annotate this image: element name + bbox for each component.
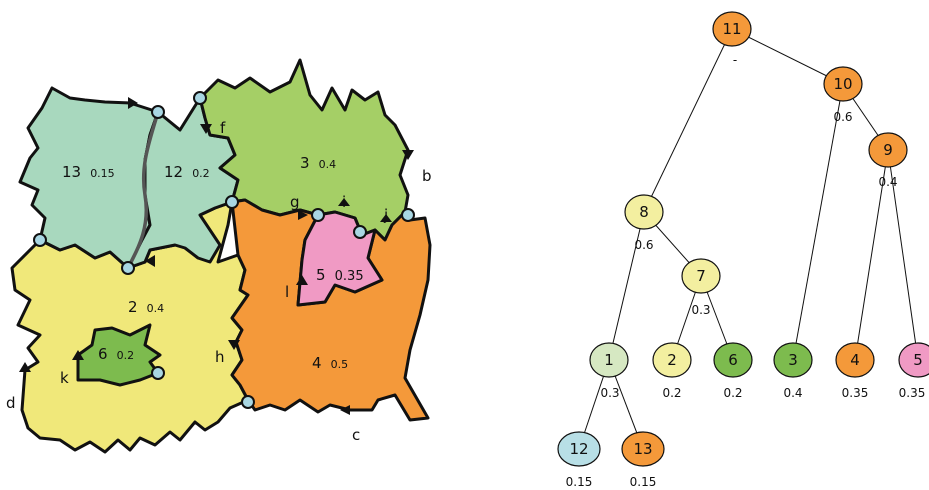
arrow-top [128,97,138,109]
arrow-g [298,210,308,220]
vertex-marker [33,233,47,247]
hierarchy-tree: 11 - 10 0.6 9 0.4 8 0.6 7 0.3 [557,11,929,489]
vertex-letter-label: b [422,167,432,185]
svg-text:9: 9 [883,141,893,159]
svg-text:0.6: 0.6 [833,110,852,124]
svg-text:1: 1 [604,351,614,369]
svg-text:0.2: 0.2 [723,386,742,400]
vertex-marker [241,395,255,409]
tree-edge [731,28,844,85]
tree-node-11: 11 - [712,11,752,67]
svg-text:5: 5 [913,351,923,369]
vertex-letter-label: d [6,394,16,412]
arrow-l [296,275,308,285]
svg-text:8: 8 [639,203,649,221]
svg-text:0.3: 0.3 [691,303,710,317]
svg-text:0.4: 0.4 [878,175,897,189]
svg-text:4: 4 [850,351,860,369]
svg-text:6: 6 [728,351,738,369]
region-label: 6 0.2 [98,344,134,363]
svg-text:12: 12 [569,440,588,458]
tree-edge [643,28,733,213]
svg-text:0.3: 0.3 [600,386,619,400]
arrow-i [338,198,350,206]
vertex-marker [225,195,239,209]
svg-text:0.2: 0.2 [662,386,681,400]
svg-text:0.35: 0.35 [842,386,869,400]
vertex-marker [401,208,415,222]
vertex-letter-label: k [60,369,69,387]
region-label: 5 0.35 [316,265,364,284]
arrow-b [402,150,414,160]
region-label: 12 0.2 [164,162,210,181]
vertex-marker [311,208,325,222]
region-6 [76,323,162,387]
tree-node-13: 13 0.15 [621,431,665,489]
vertex-letter-label: h [215,348,225,366]
vertex-marker [151,366,165,380]
region-label: 3 0.4 [300,153,336,172]
arrow-c [340,405,350,415]
svg-text:0.15: 0.15 [566,475,593,489]
vertex-letter-label: l [285,283,289,301]
tree-node-9: 9 0.4 [868,132,908,189]
tree-edge [608,211,645,361]
svg-text:10: 10 [833,75,852,93]
vertex-letter-label: i [342,193,346,211]
svg-text:0.6: 0.6 [634,238,653,252]
arrow-j [380,214,392,222]
region-label: 4 0.5 [312,353,348,372]
arrow-f [200,124,212,134]
tree-node-7: 7 0.3 [681,258,721,317]
tree-edge [854,149,889,361]
vertex-letter-label: j [383,206,388,224]
svg-text:7: 7 [696,267,706,285]
tree-node-5: 5 0.35 [898,342,929,400]
region-label: 13 0.15 [62,162,115,181]
vertex-marker [121,261,135,275]
tree-node-6: 6 0.2 [713,342,753,400]
tree-node-1: 1 0.3 [589,342,629,400]
svg-text:3: 3 [788,351,798,369]
svg-text:0.4: 0.4 [783,386,802,400]
arrow-h [228,340,240,350]
tree-node-4: 4 0.35 [835,342,875,400]
arrow-d [19,362,31,372]
tree-edge [887,149,919,361]
region-label: 2 0.4 [128,297,164,316]
svg-text:2: 2 [667,351,677,369]
tree-node-2: 2 0.2 [652,342,692,400]
svg-text:11: 11 [722,20,741,38]
tree-edge [792,83,844,361]
region-boundary-curve [126,111,160,269]
tree-node-12: 12 0.15 [557,431,601,489]
tree-node-8: 8 0.6 [624,194,664,252]
vertex-marker [193,91,207,105]
arrow-k [72,350,84,360]
vertex-marker [151,105,165,119]
vertex-letter-label: c [352,426,360,444]
svg-text:0.35: 0.35 [899,386,926,400]
region-map: 13 0.15 12 0.2 3 0.4 2 0.4 6 0.2 4 0.5 5… [6,58,432,454]
svg-text:0.15: 0.15 [630,475,657,489]
svg-text:-: - [733,53,737,67]
tree-node-10: 10 0.6 [823,66,863,124]
svg-text:13: 13 [633,440,652,458]
vertex-marker [353,225,367,239]
vertex-letter-label: f [220,119,226,137]
arrow-12 [145,255,155,267]
tree-node-3: 3 0.4 [773,342,813,400]
vertex-letter-label: g [290,193,300,211]
